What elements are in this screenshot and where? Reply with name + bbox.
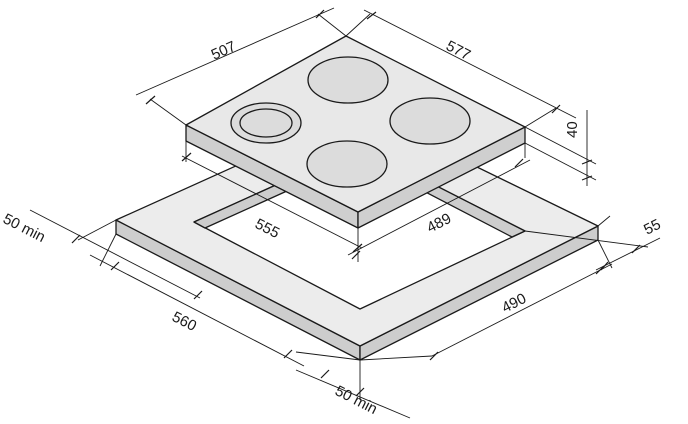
- label-min-side-bottom: 50 min: [332, 382, 380, 418]
- label-worktop-depth: 490: [499, 290, 529, 317]
- dim-line-55: [595, 237, 661, 271]
- dim-line-555: [181, 155, 363, 249]
- dim-line-507: [135, 7, 335, 96]
- dim-line-577: [363, 9, 577, 119]
- dim-line-490: [431, 263, 613, 357]
- cooking-zone-left-inner: [239, 108, 293, 138]
- dim-line-560: [89, 254, 305, 367]
- dim-line-489: [347, 159, 531, 256]
- dim-line-50min-left: [29, 209, 201, 299]
- label-hob-width: 507: [209, 38, 239, 64]
- label-hob-depth: 577: [443, 37, 473, 64]
- cooking-zone-rear: [307, 56, 389, 104]
- label-hob-height: 40: [564, 121, 581, 138]
- hob: [185, 35, 526, 229]
- cooking-zone-front: [306, 140, 388, 188]
- dimension-lines: [29, 7, 661, 419]
- dim-line-50min-bottom: [295, 369, 411, 419]
- label-cutout-width: 555: [252, 215, 282, 242]
- label-front-clearance: 55: [641, 216, 664, 239]
- cooking-zone-right: [389, 97, 471, 145]
- label-worktop-width: 560: [169, 308, 199, 335]
- label-cutout-depth: 489: [424, 210, 454, 237]
